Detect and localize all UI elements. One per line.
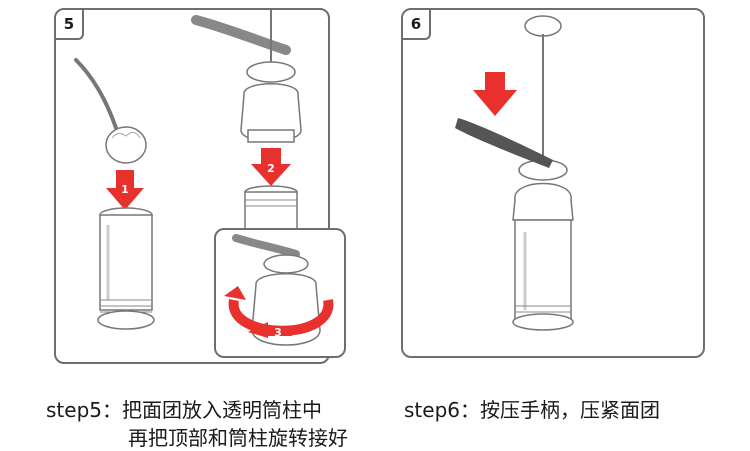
press-assembled-icon [512, 15, 574, 331]
dough-ball-icon [105, 126, 147, 164]
spoon-icon [74, 58, 118, 130]
step6-illustration [455, 15, 574, 331]
step5-panel: 1 2 5 [54, 8, 330, 364]
arrow-1-label: 1 [121, 183, 129, 196]
step6-caption: step6：按压手柄，压紧面团 [404, 398, 660, 422]
step6-panel: 6 [401, 8, 705, 358]
press-top-icon [191, 10, 302, 143]
rotation-detail-illustration: 3 [224, 234, 334, 346]
rotation-detail-inset: 3 [214, 228, 346, 358]
step5-caption-line1: step5：把面团放入透明筒柱中 [46, 398, 322, 422]
transparent-cylinder-icon [97, 207, 155, 330]
arrow-2-icon [251, 148, 291, 186]
step5-caption-line2: 再把顶部和筒柱旋转接好 [128, 426, 348, 450]
press-down-arrow-icon [473, 72, 517, 116]
cylinder-top-icon [244, 185, 298, 233]
arrow-1-icon [106, 170, 144, 210]
step5-illustration: 1 2 [74, 10, 302, 330]
step6-number: 6 [403, 10, 431, 40]
press-handle-icon [455, 118, 553, 168]
arrow-3-label: 3 [274, 326, 282, 339]
step5-number: 5 [56, 10, 84, 40]
arrow-2-label: 2 [267, 162, 275, 175]
arrow-3-icon [248, 322, 292, 338]
